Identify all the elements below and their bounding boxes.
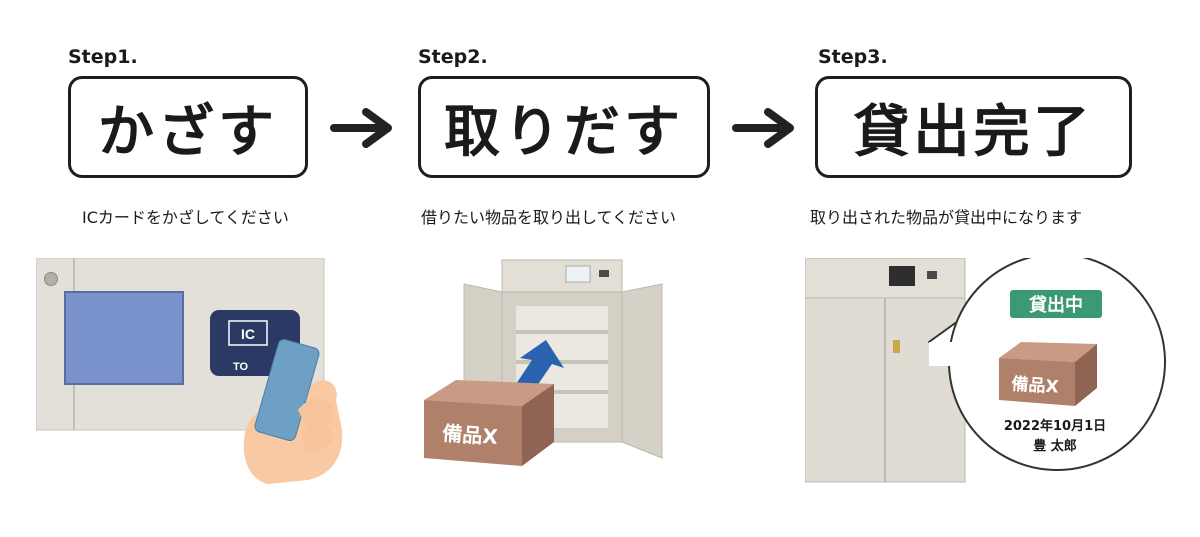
step3-label: Step3. [818,46,888,68]
step3-caption: 取り出された物品が貸出中になります [810,208,1083,227]
reader-screen [889,266,915,286]
step2-caption: 借りたい物品を取り出してください [421,208,677,227]
loan-date: 2022年10月1日 [1004,418,1106,434]
status-badge [1010,290,1102,318]
ic-reader-text: IC [241,326,255,342]
screw-icon [44,272,58,286]
step1-caption: ICカードをかざしてください [82,208,289,227]
open-cabinet-illustration: 備品X [424,259,663,466]
ic-reader-subtext: TO [233,361,249,373]
ic-reader-illustration: IC TO [36,258,343,484]
status-badge-text: 貸出中 [1029,294,1083,316]
step2-action-box: 取りだす [418,76,710,178]
ic-card [254,338,320,442]
cabinet-lock [893,340,900,353]
loan-complete-illustration: 貸出中 備品X 2022年10月1日 豊 太郎 [805,258,1166,483]
item-box-icon [999,342,1097,406]
step2-label: Step2. [418,46,488,68]
arrow-right-icon [330,108,392,148]
item-box-icon [424,380,554,466]
take-out-arrow-icon [508,340,564,396]
arrow-right-icon [732,108,794,148]
screen-panel [64,291,184,385]
step1-action-box: かざす [68,76,308,178]
hand-holding-card-icon [243,338,343,484]
step1-label: Step1. [68,46,138,68]
item-label: 備品X [442,421,500,449]
item-label: 備品X [1011,373,1059,397]
step3-action-box: 貸出完了 [815,76,1132,178]
borrower-name: 豊 太郎 [1033,438,1077,454]
